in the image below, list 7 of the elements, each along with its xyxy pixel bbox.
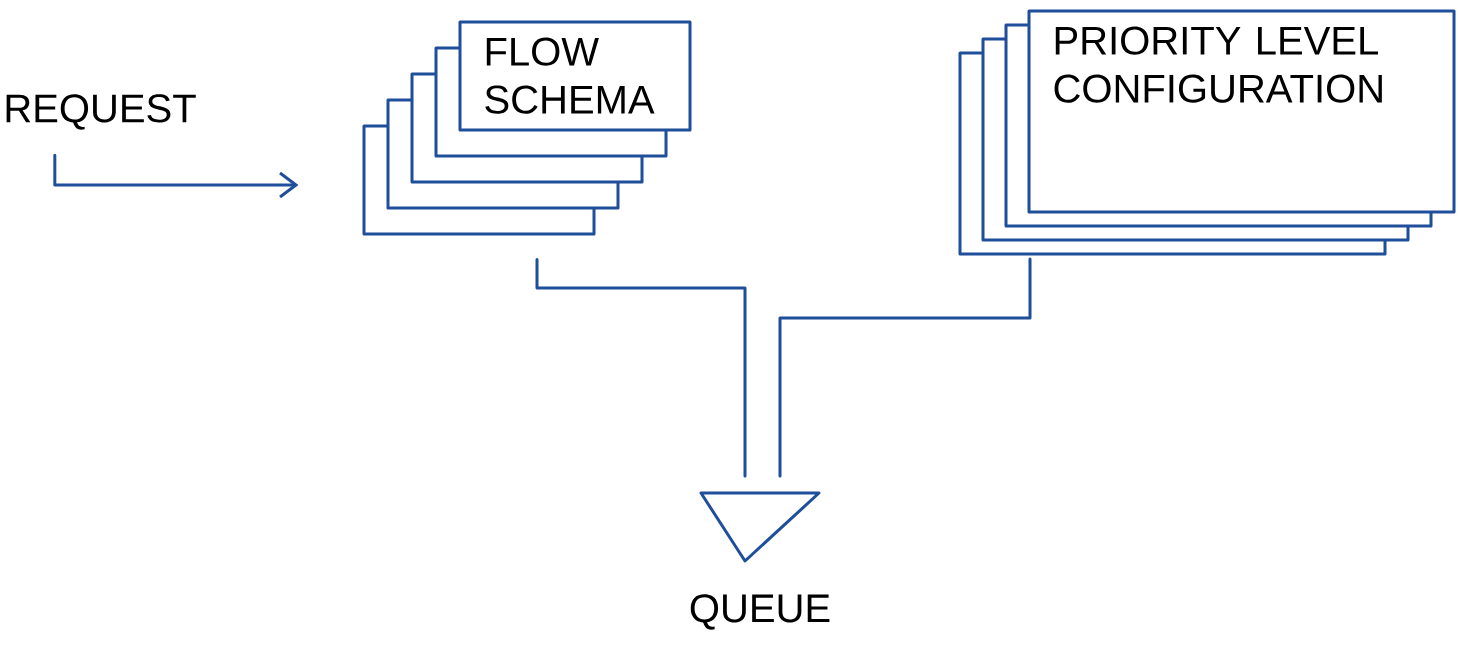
node-label: FLOW SCHEMA [485, 37, 655, 114]
stacked-cards: PRIORITY LEVEL CONFIGURATION [958, 9, 1456, 256]
queue-label: QUEUE [690, 594, 830, 630]
arrow [53, 153, 299, 199]
request-label: REQUEST [6, 94, 196, 130]
stacked-cards: FLOW SCHEMA [362, 20, 692, 236]
node-label: PRIORITY LEVEL [1055, 26, 1378, 55]
